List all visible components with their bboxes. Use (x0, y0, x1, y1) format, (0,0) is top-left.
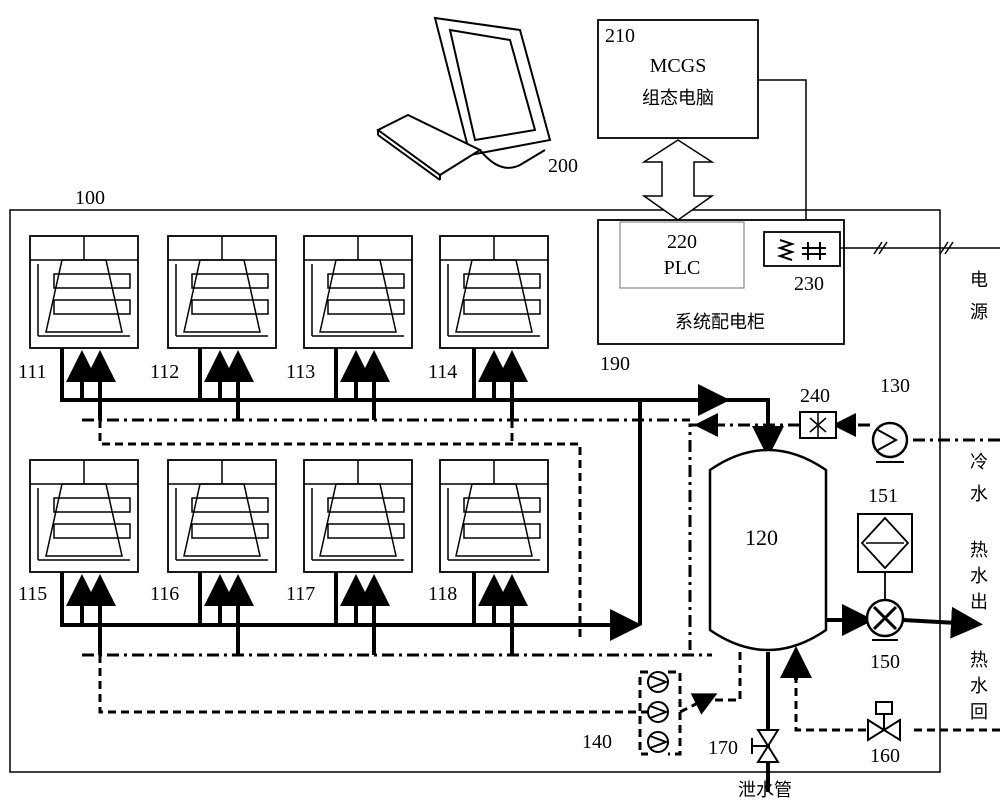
unit-label-114: 114 (428, 361, 457, 383)
bottom-row-hot-outlets (60, 572, 630, 627)
flow-meter-number: 240 (800, 385, 830, 407)
hot-out-label-2: 水 (970, 566, 988, 587)
computer-number: 210 (605, 25, 635, 47)
drain-valve-number: 170 (708, 737, 738, 759)
plc-number: 220 (667, 231, 697, 253)
drain-valve-icon (751, 729, 780, 763)
heat-pump-unit-114 (439, 235, 549, 349)
top-row-dash-return (98, 420, 582, 640)
heater-icon (857, 513, 913, 600)
computer-label-line2: 组态电脑 (642, 88, 714, 109)
return-to-tank-line (794, 660, 866, 732)
unit-label-118: 118 (428, 583, 457, 605)
tank-to-circ-line (712, 652, 742, 702)
computer-group-number: 200 (548, 155, 578, 177)
hot-return-label-2: 水 (970, 676, 988, 697)
plc-label: PLC (664, 257, 701, 279)
power-label-2: 源 (970, 302, 988, 323)
control-line (758, 79, 807, 236)
comm-double-arrow (641, 139, 715, 221)
breaker-icon (763, 231, 841, 267)
circulation-pumps (638, 670, 682, 756)
top-row-inlet-arrows (66, 350, 528, 420)
bottom-row-inlet-arrows (66, 574, 528, 655)
computer-icon (376, 16, 552, 181)
heat-pump-unit-115 (29, 459, 139, 573)
supply-pump-number: 130 (880, 375, 910, 397)
circ-pump-to-tank (679, 693, 718, 715)
heat-pump-unit-111 (29, 235, 139, 349)
heater-number: 151 (868, 485, 898, 507)
storage-tank (708, 448, 828, 652)
tank-inlet-pipe (720, 398, 784, 458)
supply-pump-icon (871, 421, 909, 463)
heat-pump-unit-116 (167, 459, 277, 573)
unit-label-116: 116 (150, 583, 179, 605)
return-valve-number: 160 (870, 745, 900, 767)
cabinet-number: 190 (600, 353, 630, 375)
unit-label-112: 112 (150, 361, 179, 383)
flow-meter-icon (799, 411, 837, 439)
drain-pipe-label: 泄水管 (738, 780, 792, 800)
system-number: 100 (75, 187, 105, 209)
hot-water-out-arrow (902, 606, 983, 639)
hot-pump-icon (865, 598, 905, 641)
bottom-row-dash-return (98, 655, 660, 714)
cabinet-label: 系统配电柜 (675, 312, 765, 333)
unit-label-113: 113 (286, 361, 315, 383)
return-valve-icon (867, 701, 901, 742)
mcgs-computer-box (597, 19, 759, 139)
tank-number: 120 (745, 525, 778, 550)
computer-label-line1: MCGS (650, 55, 707, 77)
hot-return-label-3: 回 (970, 702, 988, 723)
top-row-hot-outlets (60, 348, 640, 402)
heat-pump-unit-112 (167, 235, 277, 349)
heat-pump-unit-113 (303, 235, 413, 349)
system-frame (9, 209, 941, 773)
unit-label-115: 115 (18, 583, 47, 605)
unit-label-111: 111 (18, 361, 47, 383)
heat-pump-unit-117 (303, 459, 413, 573)
meter-to-tank-line (688, 423, 800, 650)
hot-pump-number: 150 (870, 651, 900, 673)
hot-out-label-3: 出 (970, 592, 988, 613)
breaker-number: 230 (794, 273, 824, 295)
power-label-1: 电 (970, 270, 988, 291)
circ-pumps-number: 140 (582, 731, 612, 753)
cold-water-label-1: 冷 (970, 452, 988, 473)
heat-pump-unit-118 (439, 459, 549, 573)
plc-box (619, 221, 745, 289)
hot-out-label-1: 热 (970, 540, 988, 561)
cold-water-label-2: 水 (970, 484, 988, 505)
hot-return-label-1: 热 (970, 650, 988, 671)
unit-label-117: 117 (286, 583, 315, 605)
